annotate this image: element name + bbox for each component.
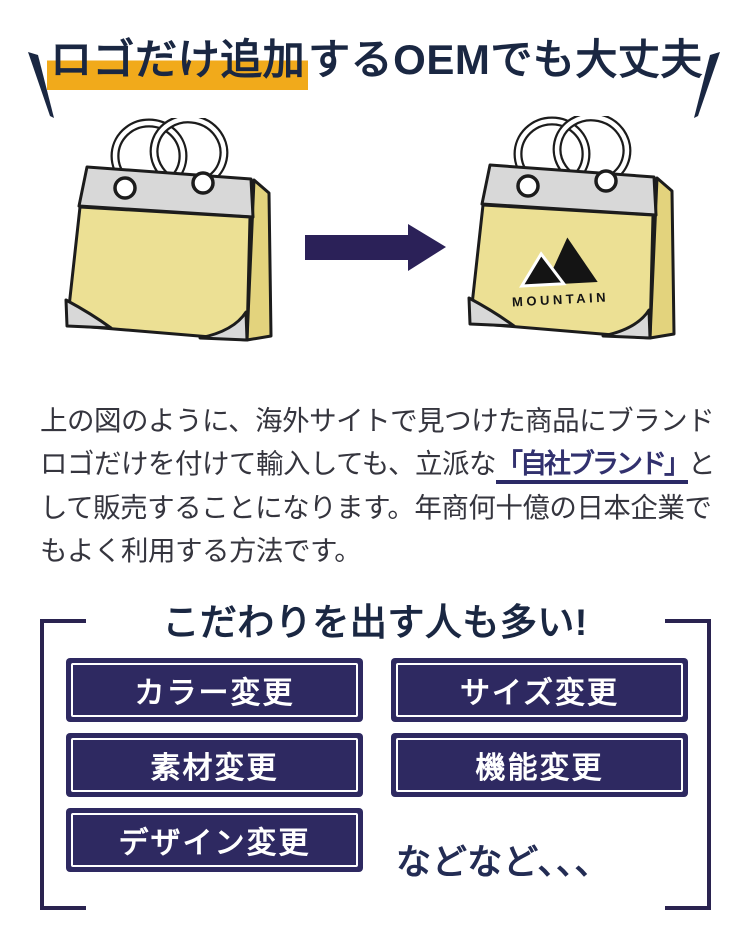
title-rest: するOEMでも大丈夫 [308, 36, 703, 83]
option-chip-label: カラー変更 [71, 663, 358, 717]
option-chip-color-change: カラー変更 [66, 658, 363, 722]
page-title: ロゴだけ追加するOEMでも大丈夫 [47, 24, 703, 96]
frame-corner-bottom-left [40, 906, 86, 910]
own-brand-emphasis: 「自社ブランド」 [495, 449, 691, 484]
option-chip-material-change: 素材変更 [66, 733, 363, 797]
frame-corner-top-right [665, 619, 711, 623]
plain-bag-illustration [64, 118, 282, 348]
option-chip-design-change: デザイン変更 [66, 808, 363, 872]
etcetera-text: などなど、、、 [396, 843, 611, 882]
slash-left-icon [28, 52, 54, 118]
frame-corner-bottom-right [665, 906, 711, 910]
arrow-right-icon [305, 224, 446, 271]
frame-left-line [40, 619, 44, 910]
option-chip-function-change: 機能変更 [391, 733, 688, 797]
options-heading: こだわりを出す人も多い! [162, 602, 588, 643]
page-title-row: ロゴだけ追加するOEMでも大丈夫 [0, 24, 750, 118]
branded-bag-illustration: MOUNTAIN [467, 116, 685, 346]
frame-right-line [707, 619, 711, 910]
mountain-logo-text: MOUNTAIN [512, 289, 610, 309]
option-chip-label: 機能変更 [396, 738, 683, 792]
paragraph-part2: として販売することになります。年商何十億の日本企業でもよく利用する方法です。 [40, 448, 715, 566]
frame-corner-top-left [40, 619, 86, 623]
title-highlight: ロゴだけ追加 [47, 36, 309, 90]
description-paragraph: 上の図のように、海外サイトで見つけた商品にブランドロゴだけを付けて輸入しても、立… [40, 399, 716, 572]
option-chip-size-change: サイズ変更 [391, 658, 688, 722]
option-chip-label: 素材変更 [71, 738, 358, 792]
slash-right-icon [694, 52, 720, 118]
option-chip-label: デザイン変更 [71, 813, 358, 867]
option-chip-label: サイズ変更 [396, 663, 683, 717]
mountain-logo-icon: MOUNTAIN [512, 237, 610, 309]
paragraph-part1: 上の図のように、海外サイトで見つけた商品にブランドロゴだけを付けて輸入しても、立… [40, 405, 715, 479]
